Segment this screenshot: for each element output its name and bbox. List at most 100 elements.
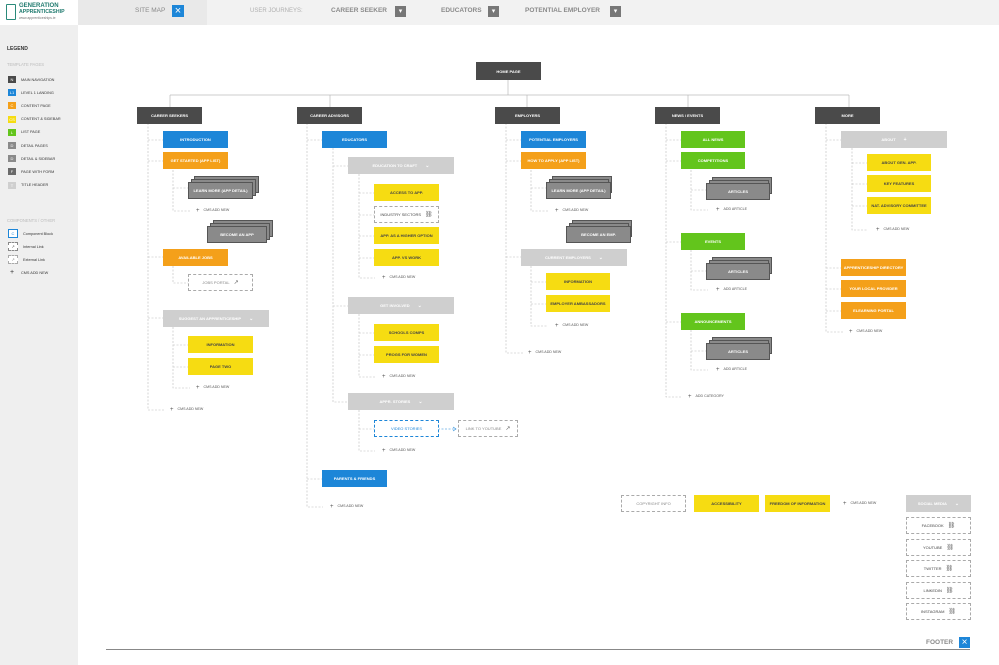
announcements-node[interactable]: ANNOUNCEMENTS: [681, 313, 745, 330]
link-to-youtube[interactable]: LINK TO YOUTUBE↗: [458, 420, 518, 437]
plus-icon: +: [903, 136, 907, 143]
app-higher-option-node[interactable]: APP. AS A HIGHER OPTION: [374, 227, 439, 244]
social-link-twitter[interactable]: TWITTER⛓: [906, 560, 971, 577]
potential-employers-node[interactable]: POTENTIAL EMPLOYERS: [521, 131, 586, 148]
more-node[interactable]: MORE: [815, 107, 880, 124]
copyright-info-node[interactable]: COPYRIGHT INFO: [621, 495, 686, 512]
parents-friends-node[interactable]: PARENTS & FRIENDS: [322, 470, 387, 487]
become-an-emp-node[interactable]: BECOME AN EMP.: [566, 226, 631, 243]
become-an-app-node[interactable]: BECOME AN APP: [207, 226, 267, 243]
education-to-craft-node[interactable]: EDUCATION TO CRAFT⌄: [348, 157, 454, 174]
industry-sectors-link[interactable]: INDUSTRY SECTORS⛓: [374, 206, 439, 223]
social-media-node[interactable]: SOCIAL MEDIA⌄: [906, 495, 971, 512]
cms-add-new[interactable]: CMS ADD NEW: [196, 385, 230, 391]
apprenticeship-directory-node[interactable]: APPRENTICESHIP DIRECTORY: [841, 259, 906, 276]
elearning-portal-node[interactable]: ELEARNING PORTAL: [841, 302, 906, 319]
event-articles-node[interactable]: ARTICLES: [706, 263, 770, 280]
introduction-node[interactable]: INTRODUCTION: [163, 131, 228, 148]
employer-information-node[interactable]: INFORMATION: [546, 273, 610, 290]
employer-learn-more-node[interactable]: LEARN MORE (APP DETAIL): [546, 182, 611, 199]
cms-add-new[interactable]: CMS ADD NEW: [330, 504, 364, 510]
social-link-linkedin[interactable]: LINKEDIN⛓: [906, 581, 971, 599]
suggest-apprenticeship-node[interactable]: SUGGEST AN APPRENTICESHIP⌄: [163, 310, 269, 327]
competitions-node[interactable]: COMPETITIONS: [681, 152, 745, 169]
page-two-node[interactable]: PAGE TWO: [188, 358, 253, 375]
add-article[interactable]: ADD ARTICLE: [716, 287, 748, 293]
key-features-node[interactable]: KEY FEATURES: [867, 175, 931, 192]
social-link-instagram[interactable]: INSTAGRAM⛓: [906, 603, 971, 620]
link-icon: ⛓: [948, 609, 957, 615]
cms-add-new[interactable]: CMS ADD NEW: [382, 275, 416, 281]
chevron-down-icon[interactable]: ▾: [488, 6, 499, 17]
chevron-down-icon: ⌄: [598, 254, 603, 261]
available-jobs-node[interactable]: AVAILABLE JOBS: [163, 249, 228, 266]
get-started-node[interactable]: GET STARTED (APP LIST): [163, 152, 228, 169]
cms-add-new[interactable]: CMS ADD NEW: [382, 374, 416, 380]
employers-node[interactable]: EMPLOYERS: [495, 107, 560, 124]
competition-articles-node[interactable]: ARTICLES: [706, 183, 770, 200]
news-events-node[interactable]: NEWS / EVENTS: [655, 107, 720, 124]
legend-external-link: ↗External Link: [8, 255, 45, 264]
current-employers-node[interactable]: CURRENT EMPLOYERS⌄: [521, 249, 627, 266]
nat-advisory-committee-node[interactable]: NAT. ADVISORY COMMITTEE: [867, 197, 931, 214]
internal-link-icon: ↗: [8, 242, 18, 251]
appr-stories-node[interactable]: APPR. STORIES⌄: [348, 393, 454, 410]
logo-mark-icon: [6, 4, 16, 20]
social-link-facebook[interactable]: FACEBOOK⛓: [906, 517, 971, 534]
career-advisors-node[interactable]: CAREER ADVISORS: [297, 107, 362, 124]
cms-add-new[interactable]: CMS ADD NEW: [849, 329, 883, 335]
learn-more-app-detail-node[interactable]: LEARN MORE (APP DETAIL): [188, 182, 253, 199]
add-article[interactable]: ADD ARTICLE: [716, 207, 748, 213]
chevron-down-icon[interactable]: ▾: [395, 6, 406, 17]
accessibility-node[interactable]: ACCESSIBILITY: [694, 495, 759, 512]
about-gen-app-node[interactable]: ABOUT GEN. APP.: [867, 154, 931, 171]
how-to-apply-node[interactable]: HOW TO APPLY (APP LIST): [521, 152, 586, 169]
information-node[interactable]: INFORMATION: [188, 336, 253, 353]
chevron-down-icon: ⌄: [417, 302, 422, 309]
about-node[interactable]: ABOUT+: [841, 131, 947, 148]
cms-add-new[interactable]: CMS ADD NEW: [196, 208, 230, 214]
announcement-articles-node[interactable]: ARTICLES: [706, 343, 770, 360]
cms-add-new[interactable]: CMS ADD NEW: [843, 501, 877, 507]
site-map-title: SITE MAP: [135, 7, 166, 14]
add-category[interactable]: ADD CATEGORY: [688, 394, 724, 400]
progs-for-women-node[interactable]: PROGS FOR WOMEN: [374, 346, 439, 363]
video-stories-component[interactable]: VIDEO STORIES: [374, 420, 439, 437]
get-involved-node[interactable]: GET INVOLVED⌄: [348, 297, 454, 314]
career-seekers-node[interactable]: CAREER SEEKERS: [137, 107, 202, 124]
external-link-icon: ↗: [8, 255, 18, 264]
jobs-portal-link[interactable]: JOBS PORTAL↗: [188, 274, 253, 291]
journey-career-seeker[interactable]: CAREER SEEKER: [331, 7, 387, 14]
journey-potential-employer[interactable]: POTENTIAL EMPLOYER: [525, 7, 600, 14]
cms-add-new[interactable]: CMS ADD NEW: [382, 448, 416, 454]
legend-template-label: PAGE WITH FORM: [21, 169, 55, 174]
events-node[interactable]: EVENTS: [681, 233, 745, 250]
link-icon: ⛓: [425, 212, 433, 218]
logo-url: www.apprenticeships.ie: [19, 16, 56, 20]
home-page-node[interactable]: HOME PAGE: [476, 62, 541, 80]
app-vs-work-node[interactable]: APP. VS WORK: [374, 249, 439, 266]
chevron-down-icon[interactable]: ▾: [610, 6, 621, 17]
schools-comps-node[interactable]: SCHOOLS COMPS: [374, 324, 439, 341]
employer-ambassadors-node[interactable]: EMPLOYER AMBASSADORS: [546, 295, 610, 312]
freedom-of-information-node[interactable]: FREEDOM OF INFORMATION: [765, 495, 830, 512]
cms-add-new[interactable]: CMS ADD NEW: [555, 323, 589, 329]
local-provider-node[interactable]: YOUR LOCAL PROVIDER: [841, 280, 906, 297]
legend-cms-add-new: +CMS ADD NEW: [9, 269, 49, 276]
cms-add-new[interactable]: CMS ADD NEW: [555, 208, 589, 214]
educators-node[interactable]: EDUCATORS: [322, 131, 387, 148]
close-icon[interactable]: ×: [172, 5, 184, 17]
social-link-youtube[interactable]: YOUTUBE⛓: [906, 538, 971, 556]
close-icon[interactable]: ×: [959, 637, 970, 648]
access-to-app-node[interactable]: ACCESS TO APP.: [374, 184, 439, 201]
cms-add-new[interactable]: CMS ADD NEW: [528, 350, 562, 356]
journey-educators[interactable]: EDUCATORS: [441, 7, 482, 14]
logo[interactable]: GENERATION APPRENTICESHIP www.apprentice…: [0, 0, 78, 25]
add-article[interactable]: ADD ARTICLE: [716, 367, 748, 373]
cms-add-new[interactable]: CMS ADD NEW: [876, 227, 910, 233]
cms-add-new[interactable]: CMS ADD NEW: [170, 407, 204, 413]
external-link-icon: ↗: [505, 426, 511, 432]
all-news-node[interactable]: ALL NEWS: [681, 131, 745, 148]
